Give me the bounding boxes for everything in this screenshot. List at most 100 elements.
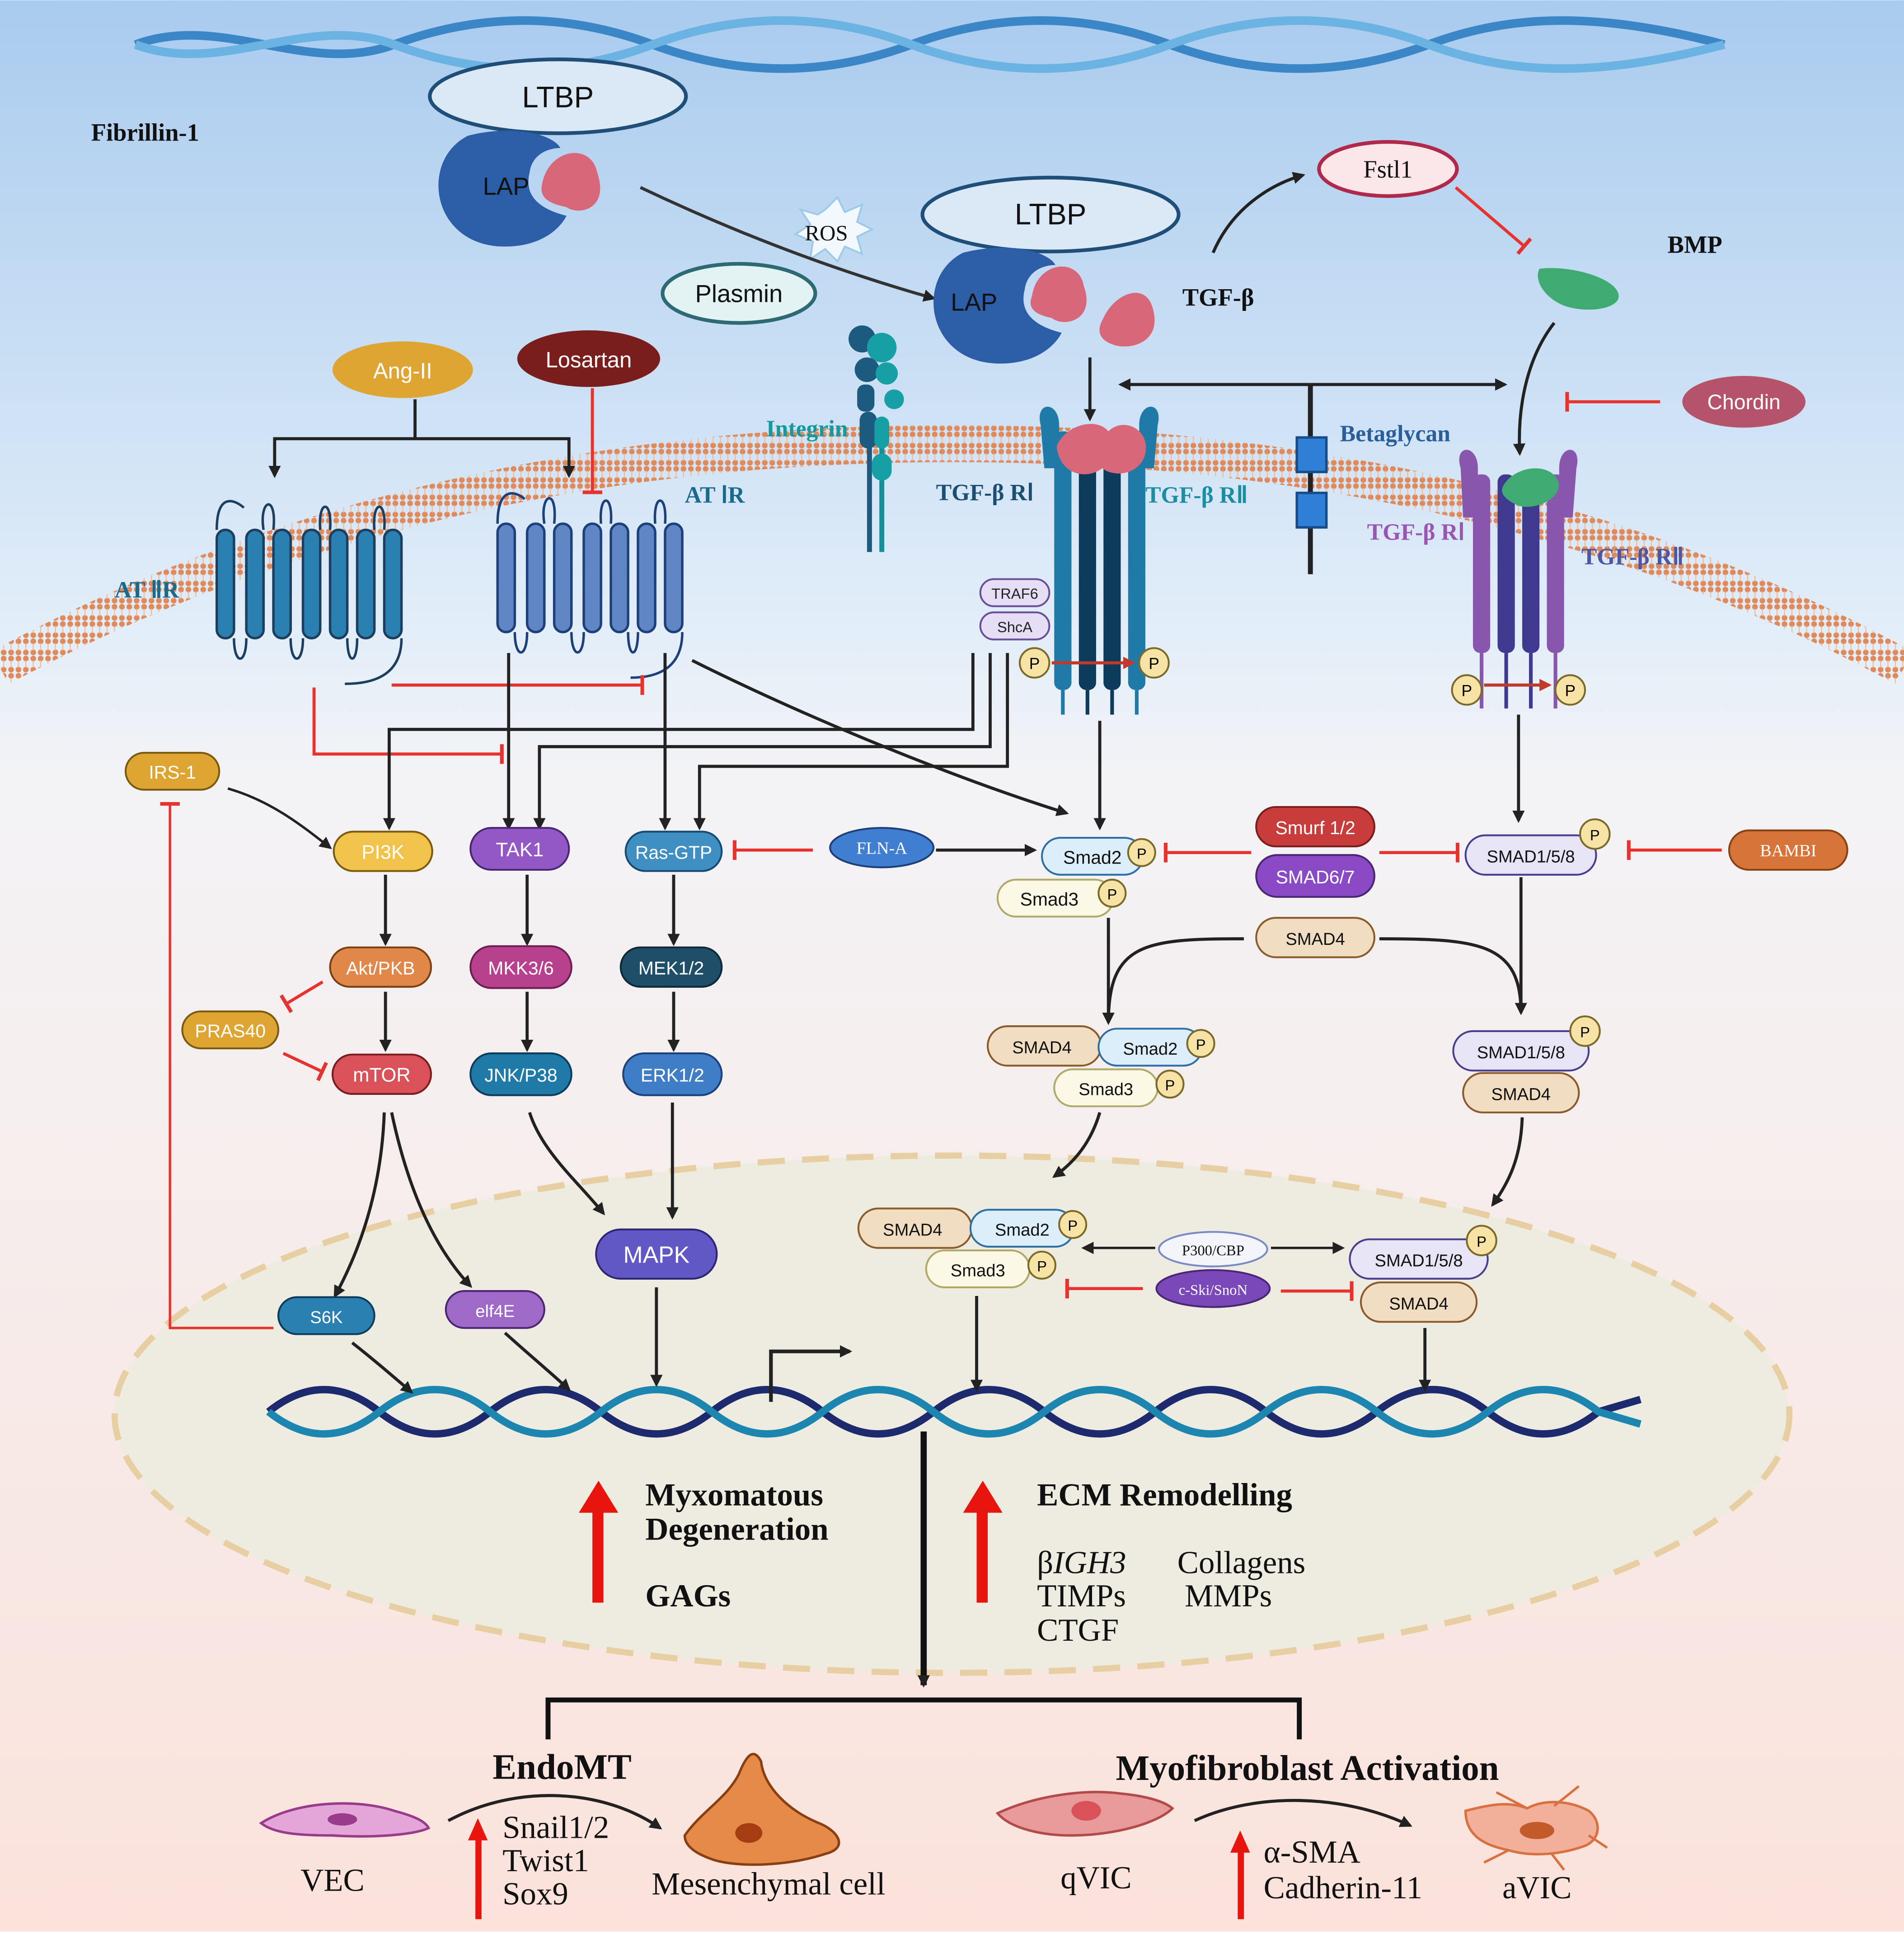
mtor-label: mTOR [353,1065,411,1086]
at1r-label: AT ⅠR [685,483,745,508]
tgfbr2-b-label: TGF-β RⅡ [1581,544,1684,570]
avic-nucleus [1519,1821,1554,1840]
complex2-smad4 [1462,1072,1580,1113]
nuc-smad158-p-label: P [1477,1233,1487,1250]
integrin [849,325,904,552]
shca [979,611,1050,641]
ltbp-1 [428,57,688,135]
cadherin-label: Cadherin-11 [1264,1870,1423,1906]
at2r-receptor [216,500,403,685]
complex1-smad2-label: Smad2 [1123,1039,1177,1059]
myxomatous-label: Myxomatous [645,1477,823,1512]
mesenchymal-label: Mesenchymal cell [652,1867,885,1902]
complex1-smad3-p-label: P [1165,1077,1175,1094]
pras40 [181,1010,280,1050]
smad2-phospho-label: P [1137,845,1147,862]
vec-nucleus [328,1813,357,1826]
phospho-1-label: P [1029,655,1040,673]
complex1-to-nucleus-arrow [1052,1112,1102,1178]
smad4-to-smad23-arrow [1102,937,1244,1025]
nuc-smad3-label: Smad3 [951,1261,1005,1280]
akt-label: Akt/PKB [346,958,415,979]
tgfbr1-a-label: TGF-β RⅠ [936,480,1034,506]
avic-label: aVIC [1502,1870,1571,1906]
mek-label: MEK1/2 [638,958,704,979]
at1r-to-smad2-arrow [691,659,1069,817]
gags-label: GAGs [645,1578,731,1614]
smad67-label: SMAD6/7 [1276,867,1355,887]
fstl1 [1317,140,1459,198]
qvic-label: qVIC [1060,1860,1131,1896]
betaglycan-label: Betaglycan [1340,421,1450,446]
nuc-smad158-label: SMAD1/5/8 [1375,1251,1463,1271]
pi3k-label: PI3K [361,841,404,863]
bambi [1728,829,1848,871]
tgfbr2-a-label: TGF-β RⅡ [1145,483,1248,508]
at2r-label: AT ⅡR [114,577,179,603]
vec-label: VEC [300,1863,365,1898]
complex1-smad2-p-label: P [1196,1036,1206,1053]
smad4-to-smad158-arrow [1379,937,1527,1015]
traf6 [979,578,1050,607]
akt-inhibits-pras40 [279,981,324,1014]
pi3k [333,831,433,872]
mesenchymal-cell [683,1753,840,1866]
angii-to-at1r-arrow [415,437,575,479]
tgfb-to-fstl1-arrow [1211,172,1306,253]
mek [619,946,723,988]
s6k-inhibits-irs1 [160,802,274,1329]
outcome-branch [545,1697,1302,1740]
myofibroblast-title: Myofibroblast Activation [1116,1749,1499,1788]
elf4e [445,1290,545,1329]
mmps-label: MMPs [1185,1578,1272,1614]
fln-a-label: FLN-A [856,839,907,858]
qvic-nucleus [1071,1801,1101,1821]
smad3-label: Smad3 [1020,889,1079,910]
losartan-label: Losartan [545,348,632,372]
tgfbr1-b-label: TGF-β RⅠ [1367,519,1465,545]
bigh3-gene: IGH3 [1053,1545,1126,1580]
bigh3-label: βIGH3 [1037,1545,1126,1580]
smad4-free-label: SMAD4 [1285,929,1345,949]
jnk [469,1052,572,1096]
bmp-ligand [1538,268,1619,310]
p300-cbp-label: P300/CBP [1182,1243,1244,1259]
complex1-smad3-p [1155,1070,1185,1099]
sox9-label: Sox9 [502,1877,568,1912]
phospho-4 [1554,674,1586,706]
nuc-smad4-b-label: SMAD4 [1389,1294,1448,1314]
nuc-smad2-p [1058,1210,1088,1239]
phospho-2 [1138,647,1170,679]
lap-2-label: LAP [951,288,997,316]
s6k-to-dna-arrow [351,1341,413,1394]
losartan [517,330,660,387]
p300-cbp [1158,1231,1268,1267]
fstl1-inhibits-bmp [1454,186,1532,255]
vec-to-mesenchymal-arrow [447,1794,662,1830]
betaglycan-domain-2 [1295,492,1328,529]
myxomatous-up-arrow [579,1480,619,1603]
complex2-to-nucleus-arrow [1491,1117,1524,1207]
betaglycan-domain-1 [1295,436,1328,474]
complex2-smad4-label: SMAD4 [1491,1085,1551,1104]
chordin-label: Chordin [1707,390,1781,413]
pras40-label: PRAS40 [195,1021,266,1042]
ecm-label: ECM Remodelling [1037,1477,1292,1512]
ang-ii [332,341,473,398]
phospho-3-label: P [1462,682,1473,700]
smad3-phospho [1097,878,1127,908]
at1r-receptor [496,492,684,679]
s6k [277,1296,375,1335]
tak1-label: TAK1 [496,839,544,861]
dna-helix [266,1385,1641,1438]
mkk-label: MKK3/6 [488,958,553,979]
shca-to-ras-arrow [693,653,1009,831]
complex2-smad158-label: SMAD1/5/8 [1477,1043,1565,1062]
fstl1-label: Fstl1 [1363,155,1412,183]
mkk [469,945,572,989]
myofib-up-arrow [1230,1830,1250,1920]
complex2-smad158-p-label: P [1580,1024,1590,1041]
nuc-smad3-p-label: P [1037,1258,1047,1274]
